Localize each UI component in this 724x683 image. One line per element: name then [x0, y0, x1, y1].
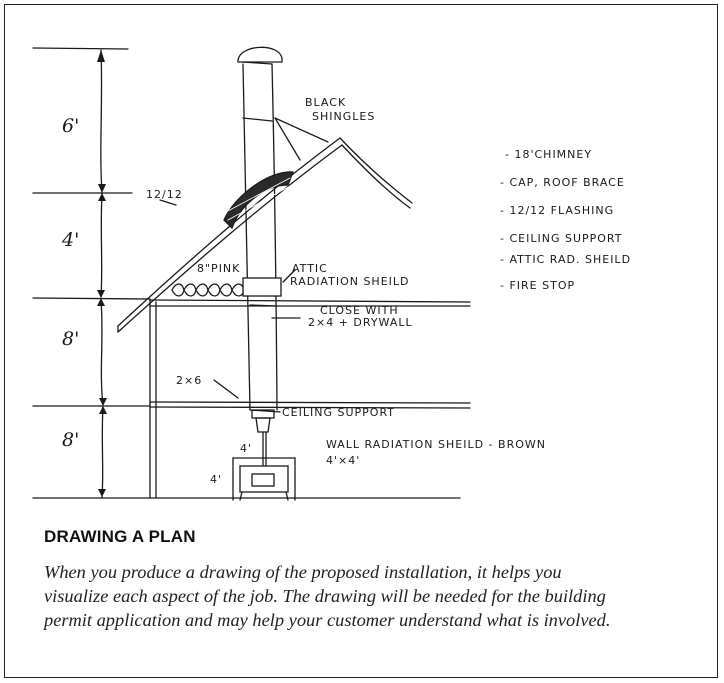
dimension-8ft-lower: 8' [62, 429, 79, 451]
label-shingles: SHINGLES [312, 110, 375, 123]
insulation [171, 283, 245, 297]
label-pink: 8"PINK [197, 262, 240, 275]
label-wall-shield: WALL RADIATION SHEILD - BROWN [326, 438, 546, 451]
ceiling-support [251, 409, 275, 466]
label-attic: ATTIC [292, 262, 328, 275]
caption-line: permit application and may help your cus… [44, 610, 611, 630]
building-frame [149, 299, 471, 499]
checklist-item: - CAP, ROOF BRACE [500, 176, 625, 189]
caption-title: DRAWING A PLAN [44, 527, 196, 546]
label-drywall: 2×4 + DRYWALL [308, 316, 413, 329]
label-radiation-shield: RADIATION SHEILD [290, 275, 410, 288]
attic-radiation-shield [242, 269, 296, 297]
label-hearth-width: 4' [240, 442, 252, 455]
leader-lines [159, 199, 301, 413]
label-2x6: 2×6 [176, 374, 202, 387]
label-close-with: CLOSE WITH [320, 304, 399, 317]
dimension-4ft: 4' [61, 229, 79, 251]
roof-flashing [223, 171, 294, 230]
checklist-item: - 18'CHIMNEY [505, 148, 592, 161]
caption-body: When you produce a drawing of the propos… [44, 560, 704, 632]
dimension-lines [32, 47, 461, 499]
checklist-item: - FIRE STOP [500, 279, 575, 292]
wall-shield-and-stove [232, 457, 296, 501]
dimension-6ft: 6' [62, 115, 79, 137]
caption-line: When you produce a drawing of the propos… [44, 562, 562, 582]
checklist-item: - ATTIC RAD. SHEILD [500, 253, 631, 266]
chimney-pipe [242, 63, 278, 411]
checklist-item: - 12/12 FLASHING [500, 204, 614, 217]
figure-frame [4, 4, 718, 678]
label-ceiling-support: CEILING SUPPORT [282, 406, 395, 419]
checklist-item: - CEILING SUPPORT [500, 232, 622, 245]
material-checklist: - 18'CHIMNEY - CAP, ROOF BRACE - 12/12 F… [500, 148, 631, 292]
dimension-arrows [97, 50, 107, 497]
chimney-cap [237, 46, 283, 65]
label-hearth-height: 4' [210, 473, 222, 486]
roof-pitch-label: 12/12 [146, 188, 183, 201]
dimension-8ft-upper: 8' [62, 328, 79, 350]
caption-line: visualize each aspect of the job. The dr… [44, 586, 606, 606]
label-black: BLACK [305, 96, 346, 109]
label-wall-shield-size: 4'×4' [326, 454, 360, 467]
